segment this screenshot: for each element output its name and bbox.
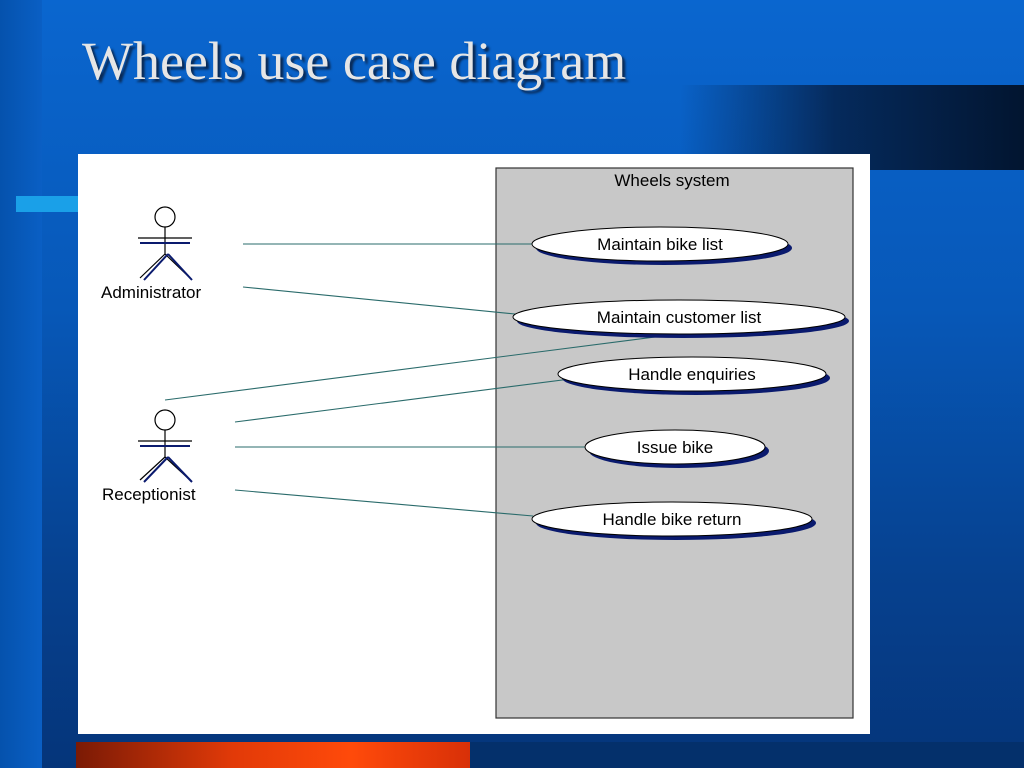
association-admin-uc2 [242,286,516,315]
use-case-maintain-customer-list[interactable]: Maintain customer list [512,299,849,338]
association-lines [164,243,679,517]
use-case-label: Issue bike [637,438,714,457]
stick-figure-icon [138,206,193,281]
bottom-accent-bar [76,742,470,768]
use-case-label: Maintain customer list [597,308,762,327]
use-case-ellipse [531,226,789,262]
association-recep-uc3 [234,378,571,423]
association-recep-uc5 [234,489,534,517]
actor-administrator[interactable]: Administrator [101,206,201,302]
use-case-label: Maintain bike list [597,235,723,254]
use-case-ellipse [512,299,846,335]
use-case-ellipse [557,356,827,392]
stick-figure-icon [138,409,193,483]
use-case-ellipse [584,429,766,465]
use-case-label: Handle enquiries [628,365,756,384]
actor-label-administrator: Administrator [101,283,201,302]
use-case-handle-bike-return[interactable]: Handle bike return [531,501,816,540]
use-case-diagram: Wheels system Administrator [101,167,854,719]
association-recep-uc2 [164,333,679,401]
use-case-ellipse [531,501,813,537]
diagram-panel: Wheels system Administrator [78,154,870,734]
accent-bar [16,196,78,212]
actor-label-receptionist: Receptionist [102,485,196,504]
bottom-dark-bar [470,742,1024,768]
left-decorative-stripe [0,0,42,768]
use-case-maintain-bike-list[interactable]: Maintain bike list [531,226,792,265]
slide-title: Wheels use case diagram [82,31,627,91]
use-case-handle-enquiries[interactable]: Handle enquiries [557,356,830,395]
actor-receptionist[interactable]: Receptionist [102,409,196,504]
use-case-label: Handle bike return [603,510,742,529]
system-label: Wheels system [614,171,729,190]
use-case-issue-bike[interactable]: Issue bike [584,429,769,468]
